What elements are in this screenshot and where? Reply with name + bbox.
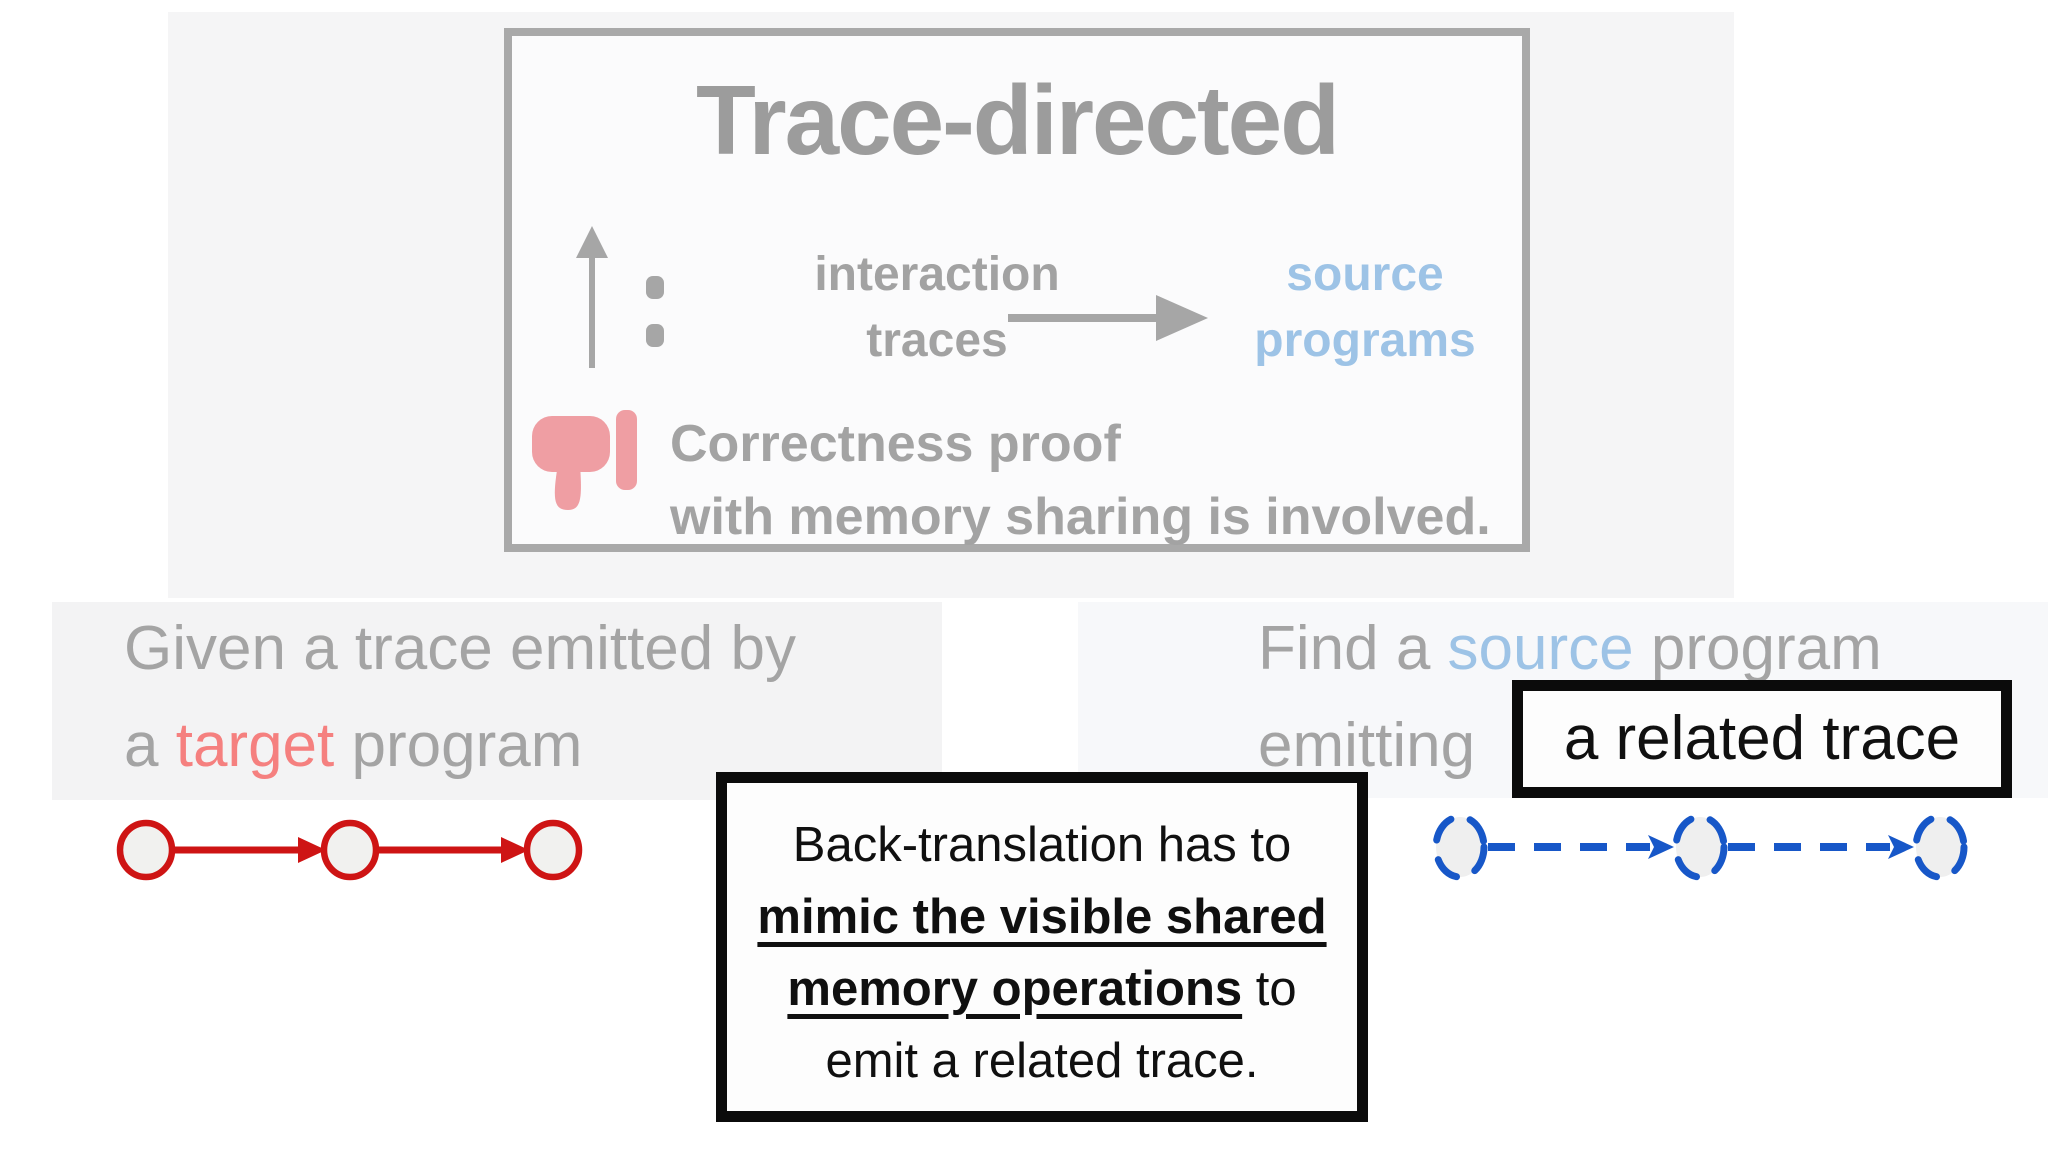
trace-node [523, 819, 583, 881]
colon-dot-bottom [646, 324, 664, 347]
box-title: Trace-directed [696, 65, 1340, 175]
trace-node [320, 819, 380, 881]
source-programs-label: source programs [1254, 248, 1476, 367]
trace-node [1672, 813, 1728, 881]
source-trace-diagram [1432, 813, 1968, 881]
correctness-note: Correctness proof with memory sharing is… [670, 415, 1491, 546]
trace-node [1912, 813, 1968, 881]
source-highlight: source [1447, 614, 1634, 683]
left-caption-line1: Given a trace emitted by [124, 614, 796, 683]
right-arrow-icon [1008, 295, 1208, 341]
left-caption-line2: a target program [124, 711, 583, 780]
trace-node [116, 819, 176, 881]
right-caption-line2: emitting [1258, 711, 1476, 780]
left-caption: Given a trace emitted by a target progra… [124, 600, 796, 794]
right-caption-line1: Find a source program [1258, 614, 1882, 683]
target-highlight: target [175, 711, 335, 780]
colon-dot-top [646, 276, 664, 299]
thumbs-down-icon [532, 410, 637, 510]
target-trace-diagram [116, 819, 583, 881]
back-translation-note: Back-translation has to mimic the visibl… [716, 772, 1368, 1122]
up-arrow-icon [576, 226, 608, 368]
right-caption: Find a source program emitting [1258, 600, 1882, 794]
trace-directed-box: Trace-directed interaction traces source… [504, 28, 1530, 552]
trace-node [1432, 813, 1488, 881]
related-trace-callout: a related trace [1512, 680, 2012, 798]
interaction-traces-label: interaction traces [814, 248, 1060, 367]
backdrop-left [52, 602, 942, 800]
